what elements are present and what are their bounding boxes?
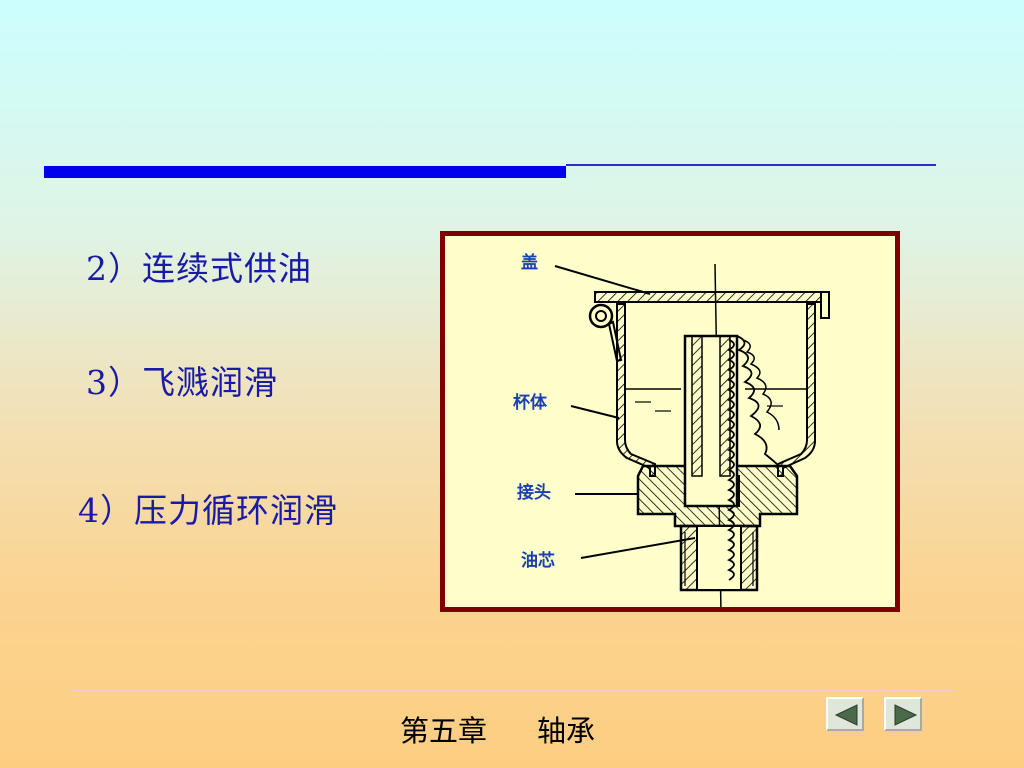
oil-cup-diagram: 盖 杯体 接头 油芯 (440, 231, 900, 612)
title-bar-thin (566, 164, 936, 166)
wick (726, 339, 735, 581)
prev-slide-button[interactable] (826, 697, 864, 731)
footer-divider (68, 690, 956, 691)
label-cup-body: 杯体 (513, 392, 548, 413)
list-item-splash-lubrication: 3）飞溅润滑 (86, 363, 278, 402)
oil-cup-drawing: 盖 杯体 接头 油芯 (513, 252, 830, 607)
title-bar-thick (44, 166, 566, 178)
lid (594, 291, 830, 303)
cup-wall-left (616, 303, 656, 477)
triangle-right-icon (894, 704, 918, 726)
next-slide-button[interactable] (884, 697, 922, 731)
triangle-left-icon (834, 704, 858, 726)
label-cover: 盖 (521, 252, 538, 273)
label-wick: 油芯 (521, 550, 555, 571)
list-item-pressure-circulation-lubrication: 4）压力循环润滑 (78, 491, 338, 530)
list-item-continuous-oil-supply: 2）连续式供油 (86, 249, 312, 288)
footer-topic: 轴承 (537, 714, 596, 748)
footer-title: 第五章 轴承 (400, 708, 595, 750)
label-joint: 接头 (517, 482, 551, 503)
cup-wall-right (777, 303, 816, 477)
footer-chapter: 第五章 (400, 714, 488, 748)
